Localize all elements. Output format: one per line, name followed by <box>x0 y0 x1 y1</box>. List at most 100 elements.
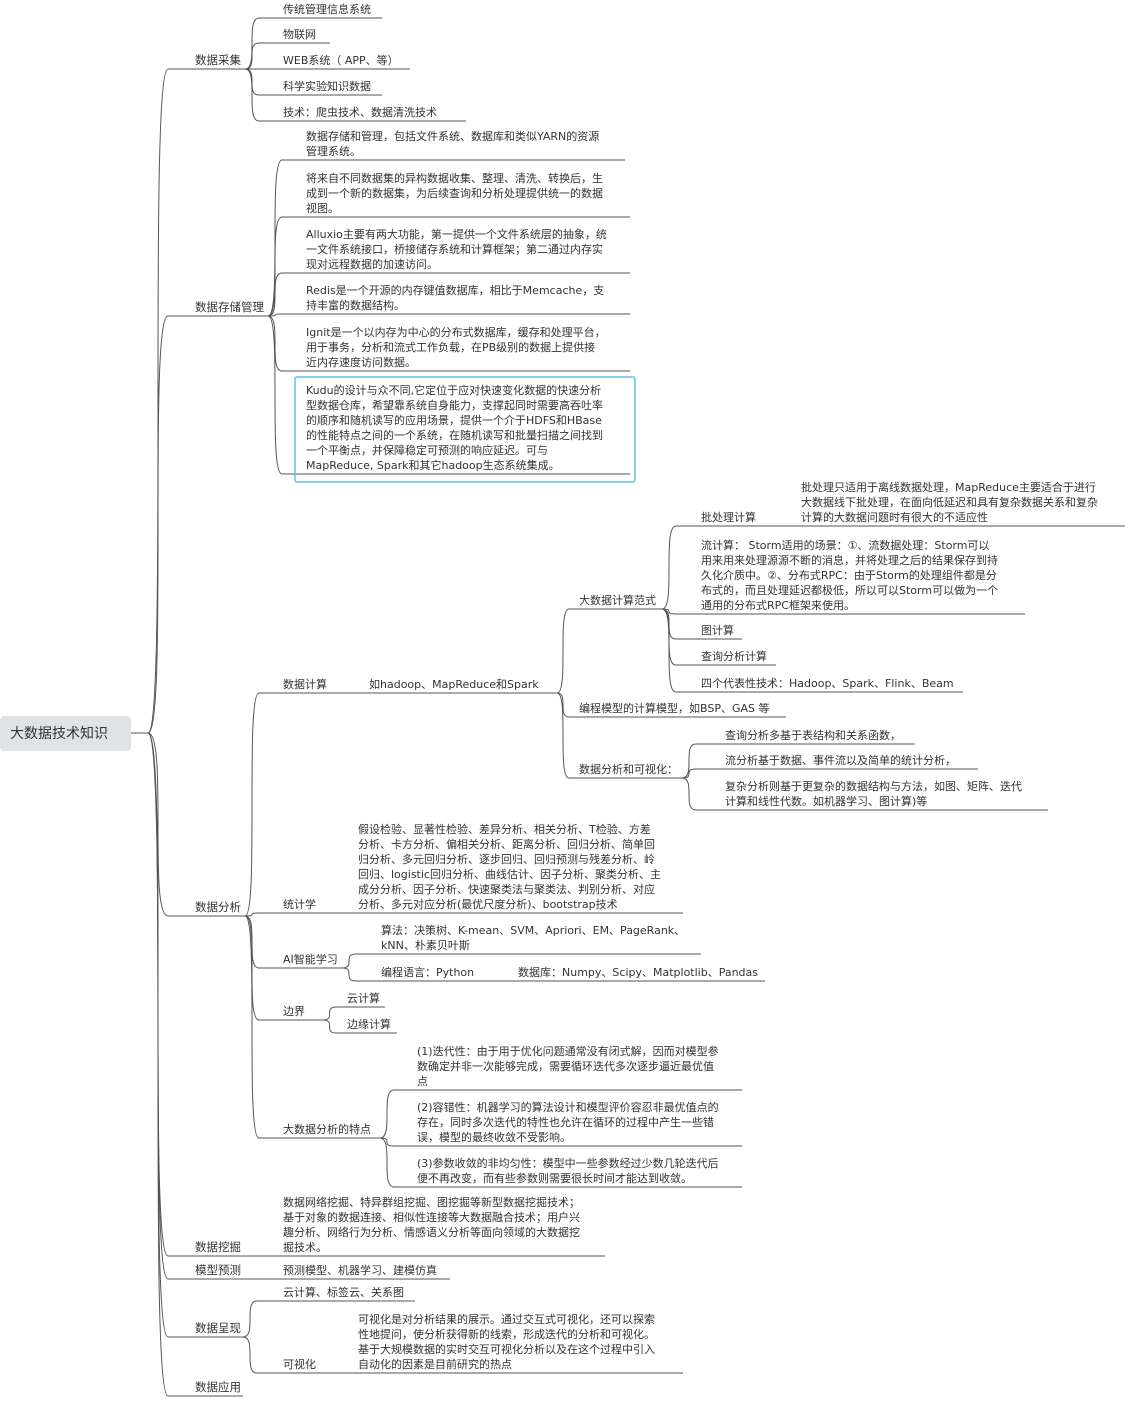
node-2-0-2-0[interactable]: 查询分析多基于表结构和关系函数， <box>725 728 901 742</box>
node-2-4-0-text: 数确定并非一次能够完成，需要循环迭代多次逐步逼近最优值 <box>417 1059 714 1073</box>
node-2-1-0-text: 成分分析、因子分析、快速聚类法与聚类法、判别分析、对应 <box>358 882 655 896</box>
node-2-0-2-2[interactable]: 复杂分析则基于更复杂的数据结构与方法，如图、矩阵、迭代计算和线性代数。如机器学习… <box>725 779 1022 808</box>
node-1-3[interactable]: Redis是一个开源的内存键值数据库，相比于Memcache，支持丰富的数据结构… <box>306 283 604 312</box>
node-2-0[interactable]: 数据计算 <box>283 677 327 691</box>
node-2-0-0-0-note[interactable]: 批处理只适用于离线数据处理，MapReduce主要适合于进行大数据线下批处理，在… <box>801 480 1098 524</box>
node-2-4-2[interactable]: (3)参数收敛的非均匀性：模型中一些参数经过少数几轮迭代后便不再改变，而有些参数… <box>417 1156 719 1185</box>
node-2-0-0-4[interactable]: 四个代表性技术：Hadoop、Spark、Flink、Beam <box>701 676 954 690</box>
node-2-0-0-1-text: 久化介质中。②、分布式RPC：由于Storm的处理组件都是分 <box>701 568 997 582</box>
node-3-0[interactable]: 数据网络挖掘、特异群组挖掘、图挖掘等新型数据挖掘技术；基于对象的数据连接、相似性… <box>283 1195 580 1254</box>
node-2-0-0-3-text: 查询分析计算 <box>701 649 767 663</box>
node-2-0-0-0-text: 批处理计算 <box>701 510 756 524</box>
node-1-4-connector <box>267 315 304 372</box>
node-2-0-0-1-text: 通用的分布式RPC框架来使用。 <box>701 598 855 612</box>
branch-6[interactable]: 数据应用 <box>195 1380 241 1394</box>
node-1-5-connector <box>267 315 304 475</box>
node-2-1-0[interactable]: 假设检验、显著性检验、差异分析、相关分析、T检验、方差分析、卡方分析、偏相关分析… <box>358 822 661 911</box>
node-2-1-connector <box>244 912 281 917</box>
node-2-1-0-text: 分析、卡方分析、偏相关分析、距离分析、回归分析、简单回 <box>358 837 655 851</box>
branch-2[interactable]: 数据分析 <box>195 900 241 914</box>
branch-4-connector <box>147 732 193 1280</box>
root-node[interactable]: 大数据技术知识 <box>0 716 131 751</box>
node-2-0-0-4-text: 四个代表性技术：Hadoop、Spark、Flink、Beam <box>701 676 954 690</box>
node-2-1[interactable]: 统计学 <box>283 897 316 911</box>
branch-1-text: 数据存储管理 <box>195 300 264 314</box>
node-2-0-0-0[interactable]: 批处理计算 <box>701 510 756 524</box>
node-2-4-1[interactable]: (2)容错性：机器学习的算法设计和模型评价容忍非最优值点的存在，同时多次迭代的特… <box>417 1100 719 1144</box>
node-0-4[interactable]: 技术：爬虫技术、数据清洗技术 <box>283 105 437 119</box>
node-2-0-0-0-note-text: 批处理只适用于离线数据处理，MapReduce主要适合于进行 <box>801 480 1096 494</box>
branch-3[interactable]: 数据挖掘 <box>195 1240 241 1254</box>
node-2-2-0-connector <box>341 953 379 969</box>
node-4-0[interactable]: 预测模型、机器学习、建模仿真 <box>283 1263 437 1277</box>
node-2-4-0[interactable]: (1)迭代性：由于用于优化问题通常没有闭式解，因而对模型参数确定并非一次能够完成… <box>417 1044 719 1088</box>
node-1-3-text: Redis是一个开源的内存键值数据库，相比于Memcache，支 <box>306 283 604 297</box>
node-2-3-0-text: 云计算 <box>347 991 380 1005</box>
node-2-0-2-connector <box>556 692 577 779</box>
node-2-2[interactable]: AI智能学习 <box>283 952 338 966</box>
node-2-2-0[interactable]: 算法：决策树、K-mean、SVM、Apriori、EM、PageRank、kN… <box>381 923 685 952</box>
branch-2-text: 数据分析 <box>195 900 241 914</box>
branch-0[interactable]: 数据采集 <box>195 53 241 67</box>
node-5-1-note[interactable]: 可视化是对分析结果的展示。通过交互式可视化，还可以探索性地提问，使分析获得新的线… <box>358 1312 655 1371</box>
node-2-4[interactable]: 大数据分析的特点 <box>283 1122 371 1136</box>
node-2-4-0-text: 点 <box>417 1075 428 1088</box>
node-2-0-2-2-text: 复杂分析则基于更复杂的数据结构与方法，如图、矩阵、迭代 <box>725 779 1022 793</box>
node-1-2-text: 一文件系统接口，桥接储存系统和计算框架；第二通过内存实 <box>306 242 603 256</box>
root-node-box <box>0 716 131 751</box>
branch-4[interactable]: 模型预测 <box>195 1263 241 1277</box>
node-1-4-text: 用于事务，分析和流式工作负载，在PB级别的数据上提供接 <box>306 340 595 354</box>
node-1-4-text: Ignit是一个以内存为中心的分布式数据库，缓存和处理平台， <box>306 325 606 339</box>
node-1-5-text: 的性能特点之间的一个系统，在随机读写和批量扫描之间找到 <box>306 428 603 442</box>
node-5-1-note-text: 可视化是对分析结果的展示。通过交互式可视化，还可以探索 <box>358 1312 655 1326</box>
node-5-0-text: 云计算、标签云、关系图 <box>283 1285 404 1299</box>
node-2-0-2-2-connector <box>681 777 723 811</box>
node-1-1[interactable]: 将来自不同数据集的异构数据收集、整理、清洗、转换后，生成到一个新的数据集，为后续… <box>306 171 603 215</box>
branch-1-connector <box>147 315 193 734</box>
node-2-0-1[interactable]: 编程模型的计算模型，如BSP、GAS 等 <box>579 701 770 715</box>
node-1-0-connector <box>267 159 304 317</box>
node-3-0-text: 掘技术。 <box>283 1240 327 1254</box>
node-2-0-0[interactable]: 大数据计算范式 <box>579 593 656 607</box>
branch-3-connector <box>147 732 193 1257</box>
node-1-5[interactable]: Kudu的设计与众不同,它定位于应对快速变化数据的快速分析型数据仓库，希望靠系统… <box>306 383 603 472</box>
node-2-3[interactable]: 边界 <box>283 1005 305 1018</box>
node-2-3-0[interactable]: 云计算 <box>347 991 380 1005</box>
node-2-0-2-1-text: 流分析基于数据、事件流以及简单的统计分析， <box>725 753 956 767</box>
node-2-0-2[interactable]: 数据分析和可视化： <box>579 762 678 776</box>
node-1-5-text: 的顺序和随机读写的应用场景，提供一个介于HDFS和HBase <box>306 413 602 427</box>
node-2-2-1[interactable]: 编程语言：Python <box>381 965 474 979</box>
node-2-0-0-3[interactable]: 查询分析计算 <box>701 649 767 663</box>
node-2-0-0-1[interactable]: 流计算： Storm适用的场景：①、流数据处理：Storm可以用来用来处理源源不… <box>701 538 998 612</box>
node-1-4[interactable]: Ignit是一个以内存为中心的分布式数据库，缓存和处理平台，用于事务，分析和流式… <box>306 325 606 369</box>
node-0-3[interactable]: 科学实验知识数据 <box>283 79 371 93</box>
node-0-4-text: 技术：爬虫技术、数据清洗技术 <box>283 105 437 119</box>
node-0-1[interactable]: 物联网 <box>283 27 316 41</box>
node-1-5-text: 一个平衡点，并保障稳定可预测的响应延迟。可与 <box>306 443 548 457</box>
node-2-3-0-connector <box>322 1006 345 1021</box>
node-1-2[interactable]: Alluxio主要有两大功能，第一提供一个文件系统层的抽象，统一文件系统接口，桥… <box>306 227 607 271</box>
node-5-0[interactable]: 云计算、标签云、关系图 <box>283 1285 404 1299</box>
node-2-0-0-2[interactable]: 图计算 <box>701 623 734 637</box>
node-2-0-2-1-connector <box>681 768 723 779</box>
node-2-3-1[interactable]: 边缘计算 <box>347 1017 391 1031</box>
node-2-3-1-text: 边缘计算 <box>347 1017 391 1031</box>
node-1-0-text: 数据存储和管理，包括文件系统、数据库和类似YARN的资源 <box>306 129 599 143</box>
node-0-2[interactable]: WEB系统（ APP、等） <box>283 53 399 67</box>
node-1-1-text: 将来自不同数据集的异构数据收集、整理、清洗、转换后，生 <box>306 171 603 185</box>
branch-5-connector <box>147 732 193 1338</box>
node-5-1-connector <box>242 1336 281 1374</box>
node-5-1[interactable]: 可视化 <box>283 1357 316 1371</box>
node-3-0-text: 数据网络挖掘、特异群组挖掘、图挖掘等新型数据挖掘技术； <box>283 1195 580 1209</box>
node-2-0-2-1[interactable]: 流分析基于数据、事件流以及简单的统计分析， <box>725 753 956 767</box>
branch-5[interactable]: 数据呈现 <box>195 1321 241 1335</box>
node-2-0-2-0-text: 查询分析多基于表结构和关系函数， <box>725 728 901 742</box>
node-1-0-text: 管理系统。 <box>306 144 361 158</box>
branch-1[interactable]: 数据存储管理 <box>195 300 264 314</box>
node-2-1-0-text: 回归、logistic回归分析、曲线估计、因子分析、聚类分析、主 <box>358 867 661 881</box>
node-0-0[interactable]: 传统管理信息系统 <box>283 2 371 16</box>
node-2-0-0-0-connector <box>661 525 699 610</box>
node-1-4-text: 近内存速度访问数据。 <box>306 355 416 369</box>
